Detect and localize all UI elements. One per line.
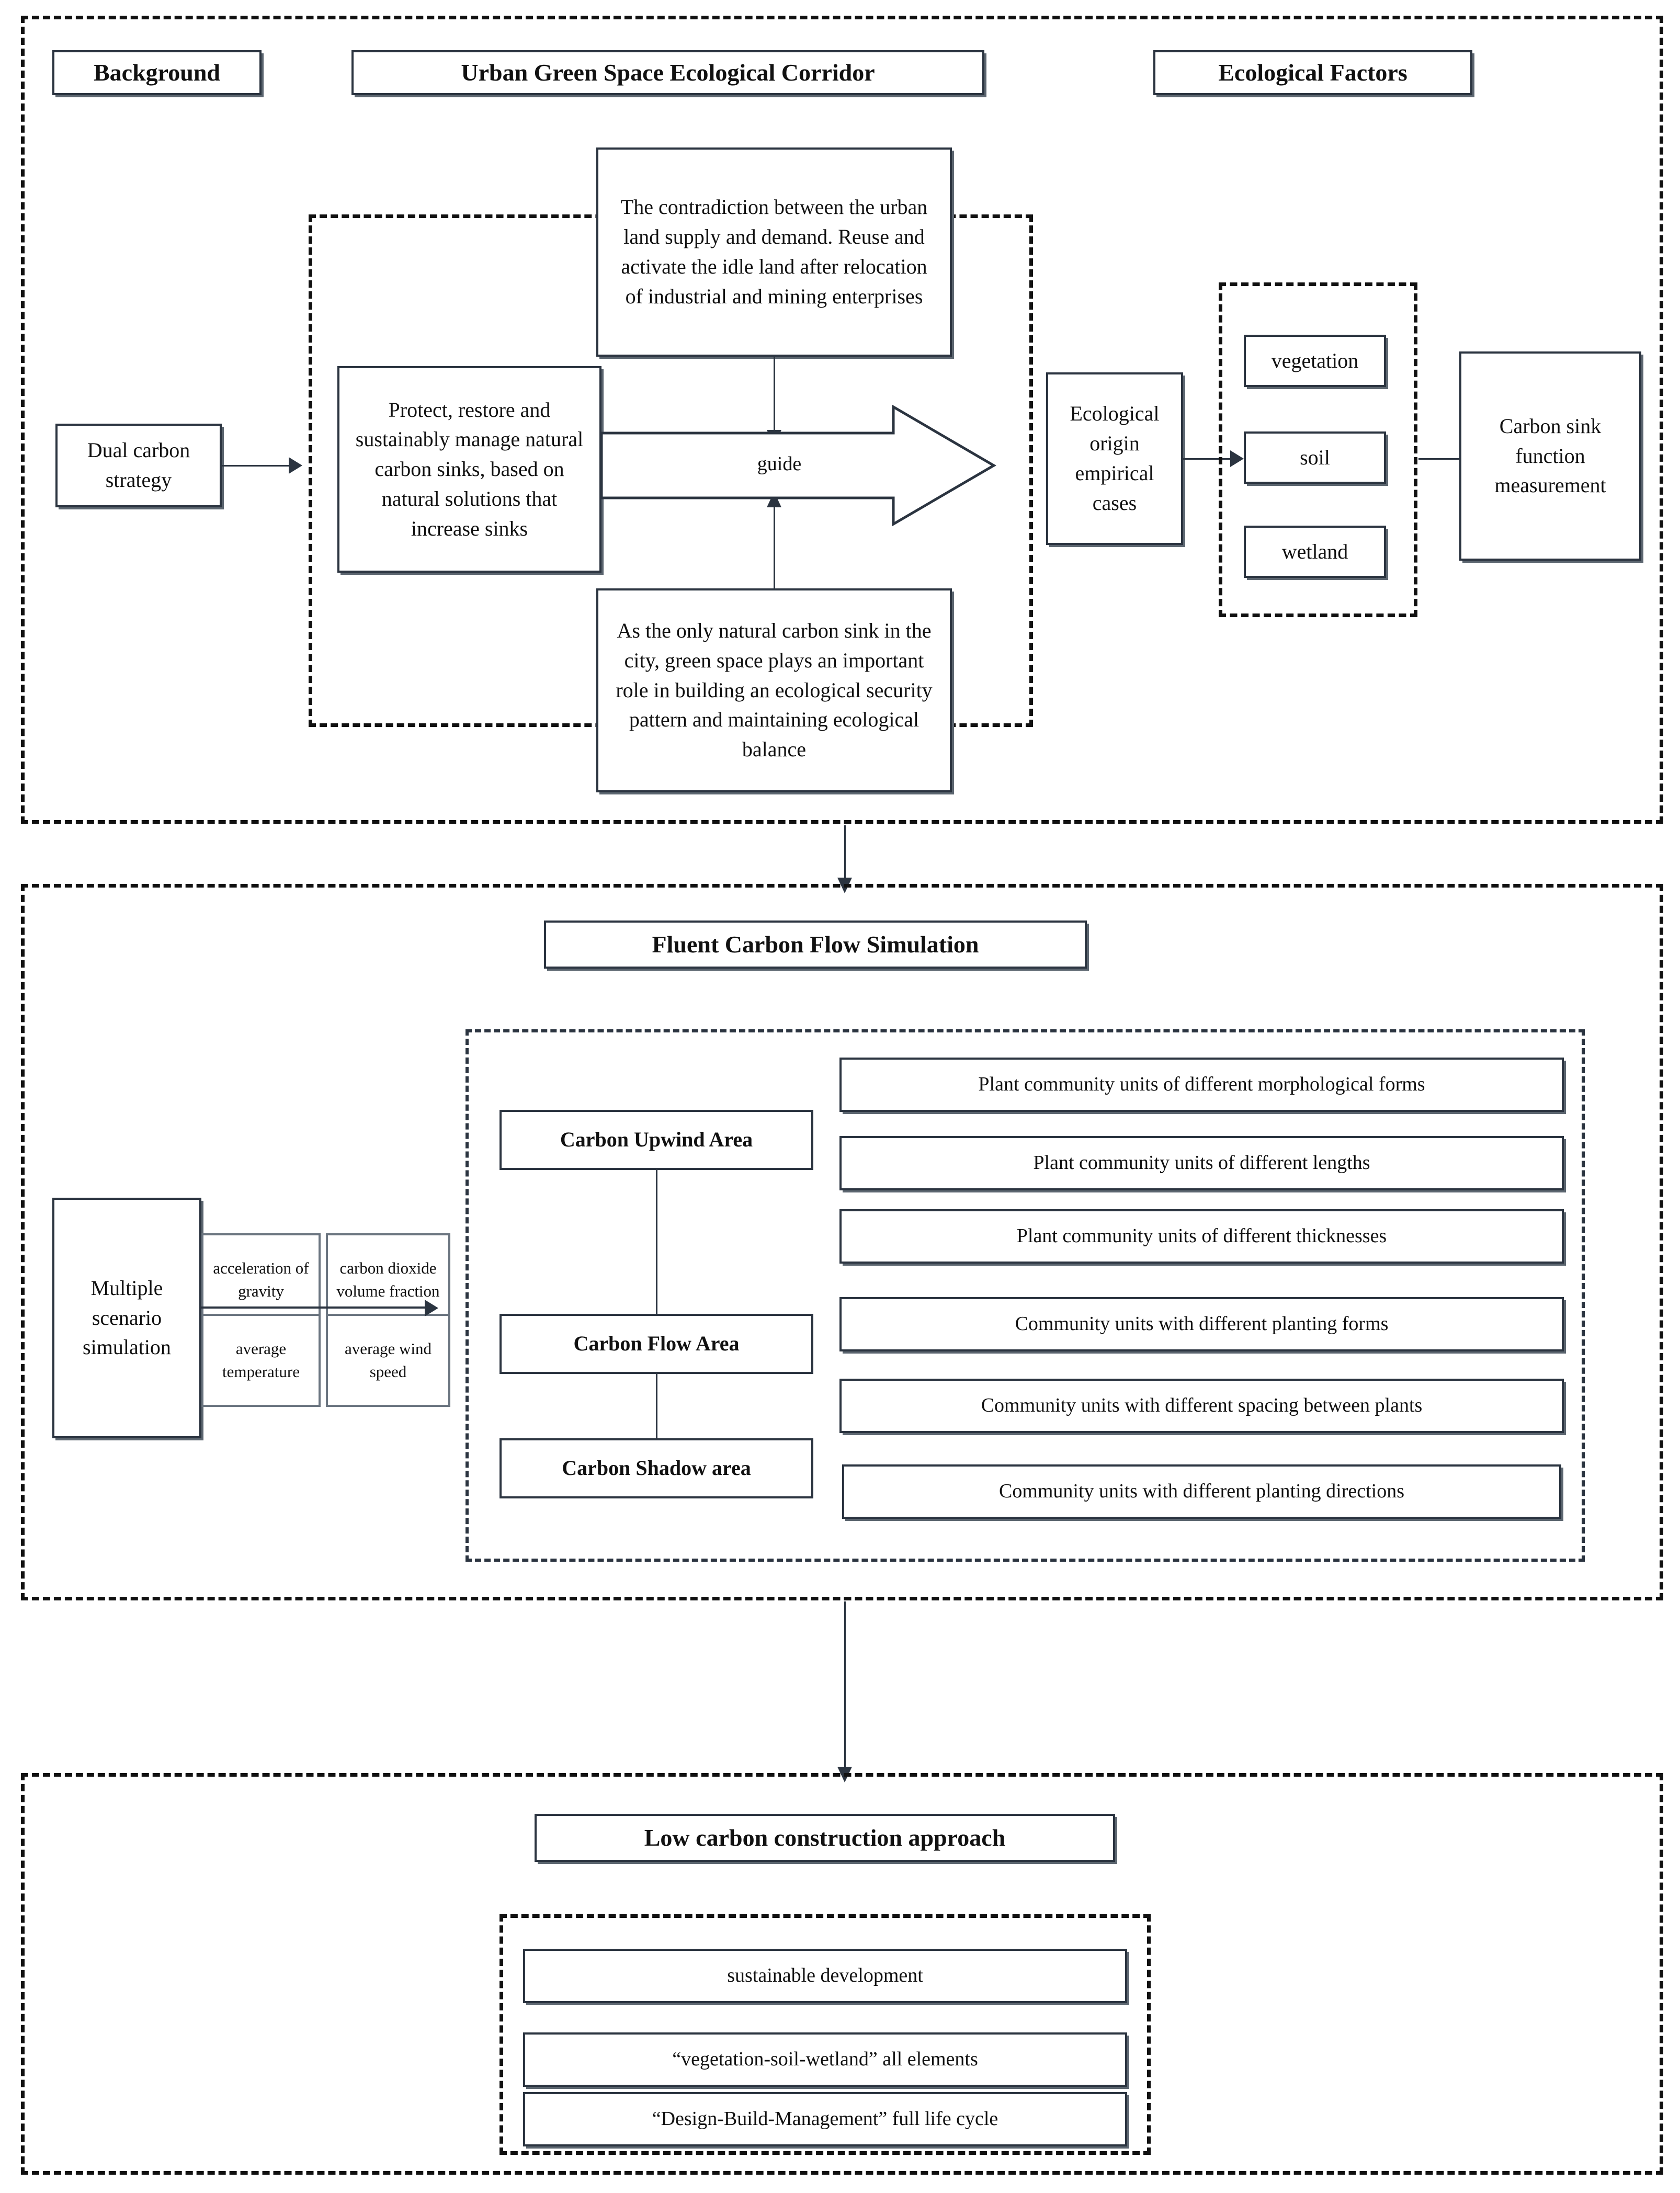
multiple-scenario-simulation-label: Multiple scenario simulation (83, 1276, 171, 1359)
connector-upwind-to-flow (656, 1170, 657, 1314)
dual-carbon-strategy-label: Dual carbon strategy (87, 438, 190, 492)
connector-factors-to-measurement (1418, 458, 1463, 460)
area-label-carbon-upwind-area: Carbon Upwind Area (560, 1128, 753, 1152)
unit-box-5: Community units with different planting … (842, 1464, 1561, 1519)
page-title-background: Background (52, 50, 262, 95)
section-panel-background (21, 16, 1663, 824)
guide-label: guide (722, 452, 837, 475)
approach-item-label-0: sustainable development (727, 1964, 923, 1987)
factor-label-wetland: wetland (1281, 539, 1348, 563)
contradiction-label: The contradiction between the urban land… (620, 195, 928, 308)
parameter-box-average-temperature: average temperature (201, 1314, 321, 1407)
page-title-simulation: Fluent Carbon Flow Simulation (544, 921, 1087, 969)
unit-box-4: Community units with different spacing b… (839, 1379, 1564, 1433)
unit-box-0: Plant community units of different morph… (839, 1058, 1564, 1112)
corridor-title-label: Urban Green Space Ecological Corridor (461, 59, 875, 86)
dual-carbon-strategy-box: Dual carbon strategy (55, 424, 222, 507)
area-label-carbon-flow-area: Carbon Flow Area (573, 1332, 740, 1356)
connector-section2-to-section3 (844, 1601, 846, 1774)
carbon-sink-measurement-box: Carbon sink function measurement (1459, 351, 1641, 561)
empirical-cases-box: Ecological origin empirical cases (1046, 372, 1183, 545)
approach-item-box-1: “vegetation-soil-wetland” all elements (523, 2032, 1127, 2087)
connector-section1-to-section2 (844, 825, 846, 884)
page-title-approach: Low carbon construction approach (535, 1814, 1115, 1862)
contradiction-box: The contradiction between the urban land… (596, 147, 952, 357)
factors-title-label: Ecological Factors (1218, 59, 1407, 86)
page-title-ecological-factors: Ecological Factors (1153, 50, 1472, 95)
factor-box-vegetation: vegetation (1244, 335, 1386, 387)
connector-flow-to-shadow (656, 1374, 657, 1439)
area-box-carbon-upwind-area: Carbon Upwind Area (500, 1110, 813, 1170)
unit-box-2: Plant community units of different thick… (839, 1209, 1564, 1264)
arrowhead-scenario-to-areas (425, 1300, 438, 1316)
area-box-carbon-flow-area: Carbon Flow Area (500, 1314, 813, 1374)
factor-box-wetland: wetland (1244, 526, 1386, 578)
approach-item-box-2: “Design-Build-Management” full life cycl… (523, 2092, 1127, 2146)
multiple-scenario-simulation-box: Multiple scenario simulation (52, 1198, 201, 1438)
factor-box-soil: soil (1244, 431, 1386, 484)
guide-block-arrow (600, 403, 998, 528)
approach-item-label-1: “vegetation-soil-wetland” all elements (672, 2048, 978, 2071)
section-panel-approach (21, 1773, 1663, 2175)
parameter-label-carbon-dioxide-volume-fraction: carbon dioxide volume fraction (336, 1258, 440, 1300)
factor-label-soil: soil (1300, 445, 1330, 469)
connector-contradiction-down (774, 357, 775, 436)
unit-label-1: Plant community units of different lengt… (1033, 1152, 1370, 1174)
background-title-label: Background (93, 59, 221, 86)
protect-restore-box: Protect, restore and sustainably manage … (337, 366, 601, 573)
simulation-inner-group (466, 1029, 1585, 1562)
unit-box-1: Plant community units of different lengt… (839, 1136, 1564, 1190)
empirical-cases-label: Ecological origin empirical cases (1070, 402, 1160, 515)
parameter-label-acceleration-of-gravity: acceleration of gravity (213, 1258, 309, 1300)
unit-label-4: Community units with different spacing b… (981, 1394, 1423, 1417)
page-title-corridor: Urban Green Space Ecological Corridor (351, 50, 984, 95)
approach-items-group (500, 1914, 1151, 2155)
carbon-sink-measurement-label: Carbon sink function measurement (1494, 414, 1606, 497)
unit-label-0: Plant community units of different morph… (978, 1073, 1425, 1096)
natural-sink-label: As the only natural carbon sink in the c… (616, 619, 933, 762)
connector-naturalsink-up (774, 496, 775, 590)
parameter-label-average-temperature: average temperature (222, 1339, 300, 1381)
factor-label-vegetation: vegetation (1271, 348, 1359, 372)
ecological-factors-group (1219, 282, 1417, 617)
protect-restore-label: Protect, restore and sustainably manage … (355, 397, 584, 540)
area-box-carbon-shadow-area: Carbon Shadow area (500, 1438, 813, 1498)
unit-label-3: Community units with different planting … (1015, 1313, 1389, 1335)
arrowhead-cases-to-factors (1230, 450, 1244, 467)
simulation-title-label: Fluent Carbon Flow Simulation (652, 931, 979, 958)
approach-title-label: Low carbon construction approach (644, 1824, 1006, 1851)
area-label-carbon-shadow-area: Carbon Shadow area (562, 1456, 751, 1480)
guide-text: guide (757, 453, 802, 475)
connector-scenario-to-areas (201, 1306, 426, 1309)
natural-sink-box: As the only natural carbon sink in the c… (596, 588, 952, 792)
unit-label-2: Plant community units of different thick… (1016, 1225, 1387, 1247)
parameter-box-acceleration-of-gravity: acceleration of gravity (201, 1233, 321, 1326)
approach-item-box-0: sustainable development (523, 1949, 1127, 2003)
unit-box-3: Community units with different planting … (839, 1297, 1564, 1351)
section-panel-simulation (21, 884, 1663, 1600)
parameter-box-average-wind-speed: average wind speed (326, 1314, 450, 1407)
connector-dualcarbon-to-group (222, 465, 290, 467)
arrowhead-dualcarbon (289, 457, 302, 474)
unit-label-5: Community units with different planting … (998, 1480, 1405, 1503)
connector-cases-to-factors (1183, 458, 1231, 460)
approach-item-label-2: “Design-Build-Management” full life cycl… (652, 2108, 998, 2130)
parameter-label-average-wind-speed: average wind speed (344, 1339, 432, 1381)
